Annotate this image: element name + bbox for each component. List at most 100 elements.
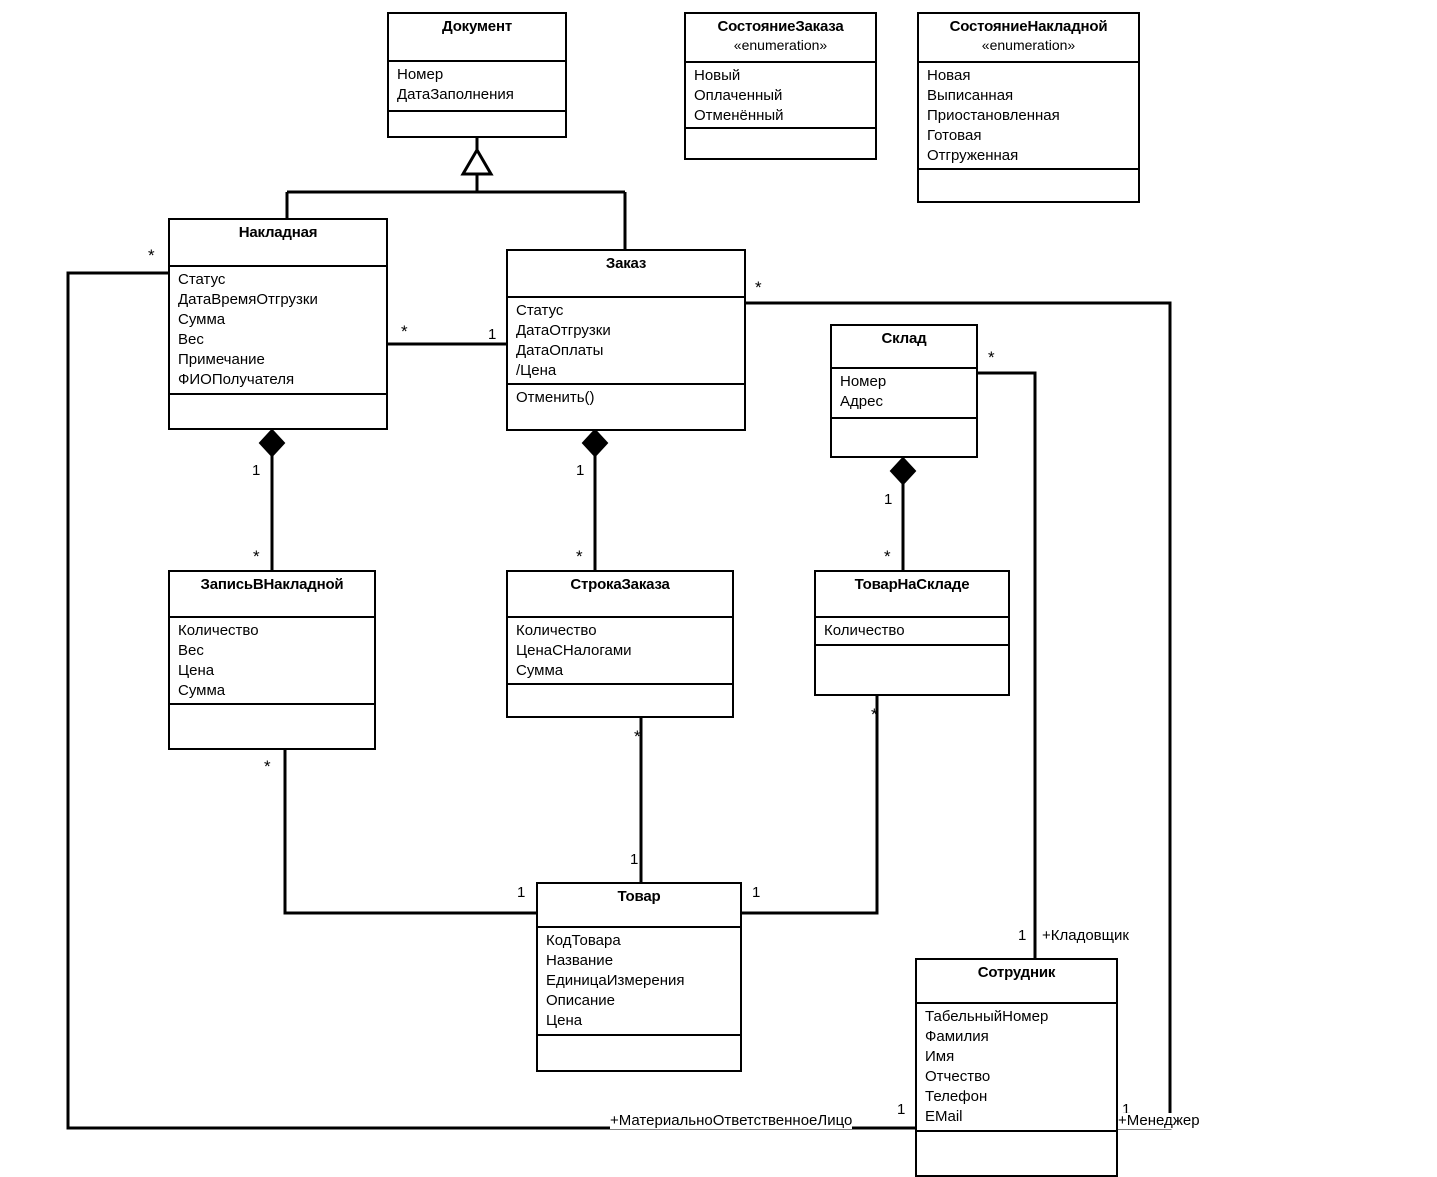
class-box-sklad[interactable]: Склад Номер Адрес xyxy=(830,324,978,458)
attribute: Примечание xyxy=(178,351,265,368)
attribute: Цена xyxy=(178,662,215,679)
multiplicity-nakladnaya-left: * xyxy=(148,246,155,265)
role-label-manager: +Менеджер xyxy=(1118,1112,1200,1129)
attribute: ДатаОплаты xyxy=(516,342,604,359)
role-label-kladovshchik: +Кладовщик xyxy=(1042,927,1129,944)
class-box-sostoyanie-nakladnoy[interactable]: СостояниеНакладной «enumeration» Новая В… xyxy=(917,12,1140,203)
multiplicity-zakaz-left: 1 xyxy=(488,326,497,343)
attribute: Номер xyxy=(840,373,887,390)
multiplicity-tovarnasklade-composition: * xyxy=(884,547,891,566)
composition-diamond-zakaz xyxy=(581,428,609,458)
multiplicity-zakaz-composition: 1 xyxy=(576,462,585,479)
attribute: ЦенаСНалогами xyxy=(516,642,632,659)
operations-compartment xyxy=(686,129,875,136)
attribute: Количество xyxy=(178,622,259,639)
multiplicity-tovarnasklade-bottom: * xyxy=(871,705,878,724)
attribute: Отчество xyxy=(925,1068,991,1085)
attribute: Сумма xyxy=(178,311,226,328)
class-title-stroka-zakaza: СтрокаЗаказа xyxy=(570,576,670,593)
class-title-dokument: Документ xyxy=(442,18,512,35)
enum-literal: Новая xyxy=(927,67,971,84)
multiplicity-sklad-kladovshchik: 1 xyxy=(1018,927,1027,944)
operations-compartment xyxy=(917,1132,1116,1139)
operations-compartment xyxy=(919,170,1138,177)
attribute: Количество xyxy=(824,622,905,639)
composition-diamond-nakladnaya xyxy=(258,428,286,458)
operations-compartment xyxy=(389,112,565,119)
composition-diamond-sklad xyxy=(889,456,917,486)
attribute: ДатаОтгрузки xyxy=(516,322,611,339)
multiplicity-stroka-composition: * xyxy=(576,547,583,566)
class-box-dokument[interactable]: Документ Номер ДатаЗаполнения xyxy=(387,12,567,138)
class-title-zakaz: Заказ xyxy=(605,255,647,272)
multiplicity-nakladnaya-right: * xyxy=(401,322,408,341)
class-box-tovar[interactable]: Товар КодТовара Название ЕдиницаИзмерени… xyxy=(536,882,742,1072)
attribute: ФИОПолучателя xyxy=(178,371,295,388)
stereotype-enumeration: «enumeration» xyxy=(981,37,1076,54)
multiplicity-stroka-bottom: * xyxy=(634,727,641,746)
attribute: Сумма xyxy=(178,682,226,699)
attribute: ТабельныйНомер xyxy=(925,1008,1049,1025)
enum-literal: Новый xyxy=(694,67,741,84)
enum-literal: Приостановленная xyxy=(927,107,1060,124)
attribute: Телефон xyxy=(925,1088,988,1105)
class-title-sostoyanie-nakladnoy: СостояниеНакладной xyxy=(949,18,1108,35)
operations-compartment xyxy=(170,705,374,712)
class-box-nakladnaya[interactable]: Накладная Статус ДатаВремяОтгрузки Сумма… xyxy=(168,218,388,430)
role-label-materially-responsible: +МатериальноОтветственноеЛицо xyxy=(610,1112,853,1129)
class-title-sklad: Склад xyxy=(881,330,927,347)
multiplicity-tovar-top: 1 xyxy=(630,851,639,868)
assoc-tovarnasklade-tovar xyxy=(742,696,879,915)
operations-compartment xyxy=(816,646,1008,653)
attribute: Фамилия xyxy=(925,1028,989,1045)
enum-literal: Готовая xyxy=(927,127,982,144)
enum-literal: Выписанная xyxy=(927,87,1014,104)
attribute: КодТовара xyxy=(546,932,621,949)
class-title-sotrudnik: Сотрудник xyxy=(977,964,1056,981)
attribute: Описание xyxy=(546,992,616,1009)
attribute: Имя xyxy=(925,1048,955,1065)
attribute: ДатаВремяОтгрузки xyxy=(178,291,318,308)
class-box-zapis-v-nakladnoy[interactable]: ЗаписьВНакладной Количество Вес Цена Сум… xyxy=(168,570,376,750)
operations-compartment xyxy=(538,1036,740,1043)
class-box-sotrudnik[interactable]: Сотрудник ТабельныйНомер Фамилия Имя Отч… xyxy=(915,958,1118,1177)
attribute: Цена xyxy=(546,1012,583,1029)
attribute: Вес xyxy=(178,642,204,659)
class-title-zapis-v-nakladnoy: ЗаписьВНакладной xyxy=(200,576,344,593)
assoc-zapis-tovar xyxy=(283,750,536,915)
class-box-zakaz[interactable]: Заказ Статус ДатаОтгрузки ДатаОплаты /Це… xyxy=(506,249,746,431)
attribute: Статус xyxy=(178,271,226,288)
operations-compartment xyxy=(508,685,732,692)
attribute: Название xyxy=(546,952,614,969)
multiplicity-tovar-left: 1 xyxy=(517,884,526,901)
class-title-tovar: Товар xyxy=(617,888,661,905)
attribute: Вес xyxy=(178,331,204,348)
attribute: Номер xyxy=(397,66,444,83)
stereotype-enumeration: «enumeration» xyxy=(733,37,828,54)
generalization-triangle xyxy=(460,147,494,176)
class-box-tovar-na-sklade[interactable]: ТоварНаСкладе Количество xyxy=(814,570,1010,696)
attribute: ДатаЗаполнения xyxy=(397,86,514,103)
operation: Отменить() xyxy=(516,389,595,406)
operations-compartment: Отменить() xyxy=(508,385,744,412)
enum-literal: Оплаченный xyxy=(694,87,783,104)
enum-literal: Отменённый xyxy=(694,107,784,124)
attribute: Количество xyxy=(516,622,597,639)
class-title-sostoyanie-zakaza: СостояниеЗаказа xyxy=(717,18,844,35)
multiplicity-zapis-bottom: * xyxy=(264,757,271,776)
multiplicity-nakladnaya-composition: 1 xyxy=(252,462,261,479)
multiplicity-zapis-composition: * xyxy=(253,547,260,566)
multiplicity-sklad-composition: 1 xyxy=(884,491,893,508)
attribute: /Цена xyxy=(516,362,557,379)
class-box-stroka-zakaza[interactable]: СтрокаЗаказа Количество ЦенаСНалогами Су… xyxy=(506,570,734,718)
multiplicity-sklad-right: * xyxy=(988,348,995,367)
multiplicity-sotrudnik-left: 1 xyxy=(897,1101,906,1118)
enum-literal: Отгруженная xyxy=(927,147,1019,164)
attribute: ЕдиницаИзмерения xyxy=(546,972,685,989)
attribute: Сумма xyxy=(516,662,564,679)
class-title-nakladnaya: Накладная xyxy=(238,224,318,241)
class-title-tovar-na-sklade: ТоварНаСкладе xyxy=(854,576,970,593)
class-box-sostoyanie-zakaza[interactable]: СостояниеЗаказа «enumeration» Новый Опла… xyxy=(684,12,877,160)
operations-compartment xyxy=(170,395,386,402)
